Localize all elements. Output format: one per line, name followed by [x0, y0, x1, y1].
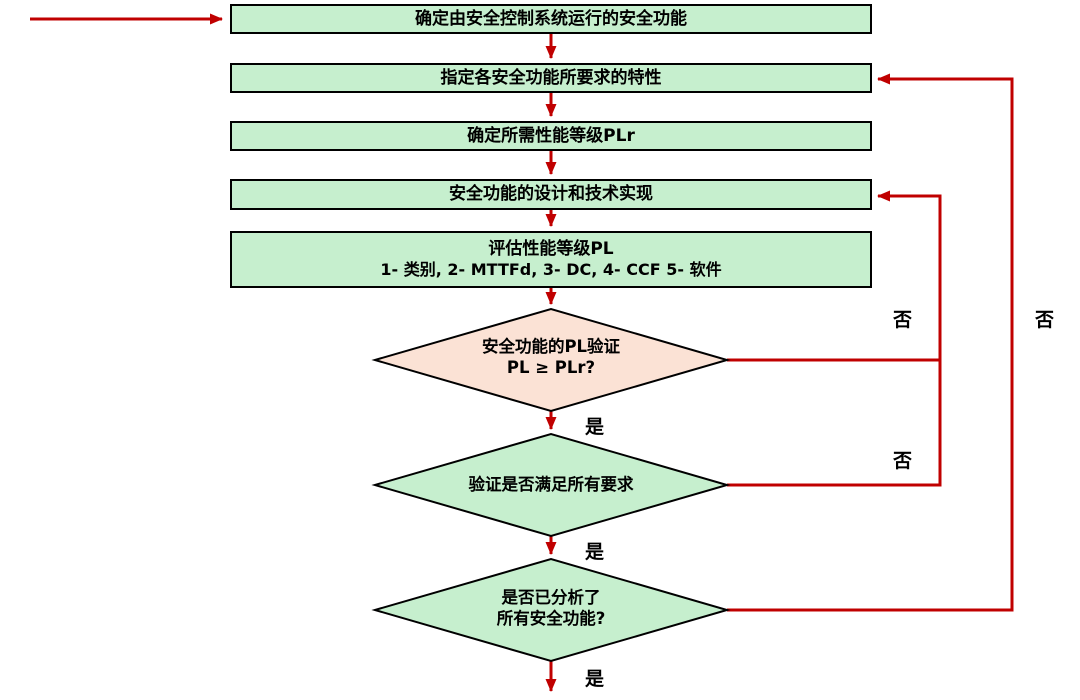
arrow-decision3-no — [727, 73, 1014, 612]
step-3-label: 确定所需性能等级PLr — [467, 125, 635, 146]
decision3-yes-label: 是 — [585, 668, 605, 690]
decision1-no-label: 否 — [893, 309, 913, 331]
step-2-label: 指定各安全功能所要求的特性 — [440, 67, 662, 88]
step-box-2: 指定各安全功能所要求的特性 — [230, 63, 872, 93]
step-1-label: 确定由安全控制系统运行的安全功能 — [415, 8, 687, 29]
arrow-decision2-no — [727, 190, 942, 487]
step-4-label: 安全功能的设计和技术实现 — [449, 184, 653, 205]
decision1-yes-label: 是 — [585, 416, 605, 438]
step-box-4: 安全功能的设计和技术实现 — [230, 179, 872, 210]
decision1-shape — [371, 307, 731, 413]
step-5-sublabel: 1- 类别, 2- MTTFd, 3- DC, 4- CCF 5- 软件 — [380, 260, 722, 280]
step-box-3: 确定所需性能等级PLr — [230, 121, 872, 151]
decision3-shape — [371, 557, 731, 663]
step-box-5: 评估性能等级PL 1- 类别, 2- MTTFd, 3- DC, 4- CCF … — [230, 231, 872, 288]
decision2-no-label: 否 — [893, 450, 913, 472]
decision2-shape — [371, 432, 731, 538]
step-box-1: 确定由安全控制系统运行的安全功能 — [230, 4, 872, 34]
decision3-no-label: 否 — [1035, 309, 1055, 331]
decision2-yes-label: 是 — [585, 541, 605, 563]
step-5-label: 评估性能等级PL — [488, 239, 614, 260]
